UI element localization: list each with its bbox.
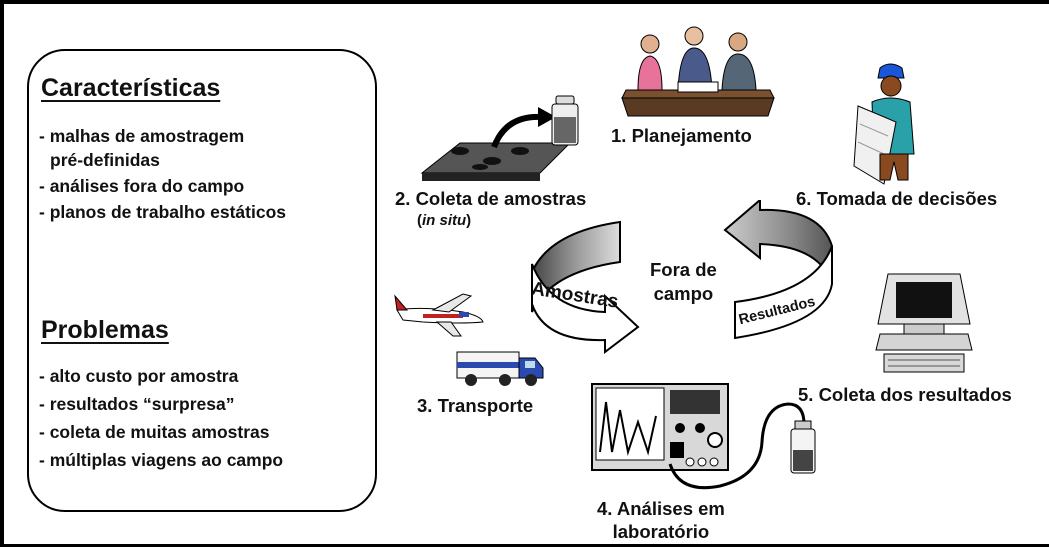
sample-bottle-icon [551,95,579,146]
list-item: - coleta de muitas amostras [39,422,270,442]
problemas-list: - alto custo por amostra - resultados “s… [39,362,283,474]
caracteristicas-heading: Características [41,74,221,102]
lab-instrument-icon [591,383,806,490]
step-4-label: 4. Análises em laboratório [597,497,725,543]
step-4-line1: 4. Análises em [597,498,725,519]
sample-plate-icon [420,107,572,181]
step-4-line2: laboratório [612,521,710,542]
airplane-icon [394,293,484,337]
vial-icon [790,420,816,474]
step-6-label: 6. Tomada de decisões [796,188,998,209]
list-item: - resultados “surpresa” [39,394,235,414]
info-panel: Características - malhas de amostragem p… [27,49,377,512]
step-2-label: 2. Coleta de amostras [395,188,587,209]
step-2-sublabel: (in situ) [417,212,472,229]
list-item: - análises fora do campo [39,176,245,196]
worker-with-map-illustration [853,63,915,185]
list-item: - múltiplas viagens ao campo [39,450,284,470]
center-label: Fora de campo [650,258,717,306]
step-1-label: 1. Planejamento [611,125,752,146]
center-label-line2: campo [653,283,714,304]
list-item: - planos de trabalho estáticos [39,202,286,222]
caracteristicas-list: - malhas de amostragem pré-definidas - a… [39,123,286,226]
truck-icon [456,351,544,386]
list-item: - malhas de amostragem [39,126,245,146]
center-label-line1: Fora de [650,259,717,280]
step-5-label: 5. Coleta dos resultados [798,384,1012,405]
problemas-heading: Problemas [41,316,169,344]
list-item: - alto custo por amostra [39,366,239,386]
list-item: pré-definidas [50,150,160,170]
meeting-illustration [621,26,775,117]
cycle-arrows [531,200,833,355]
computer-icon [875,273,973,373]
step-3-label: 3. Transporte [417,395,534,416]
